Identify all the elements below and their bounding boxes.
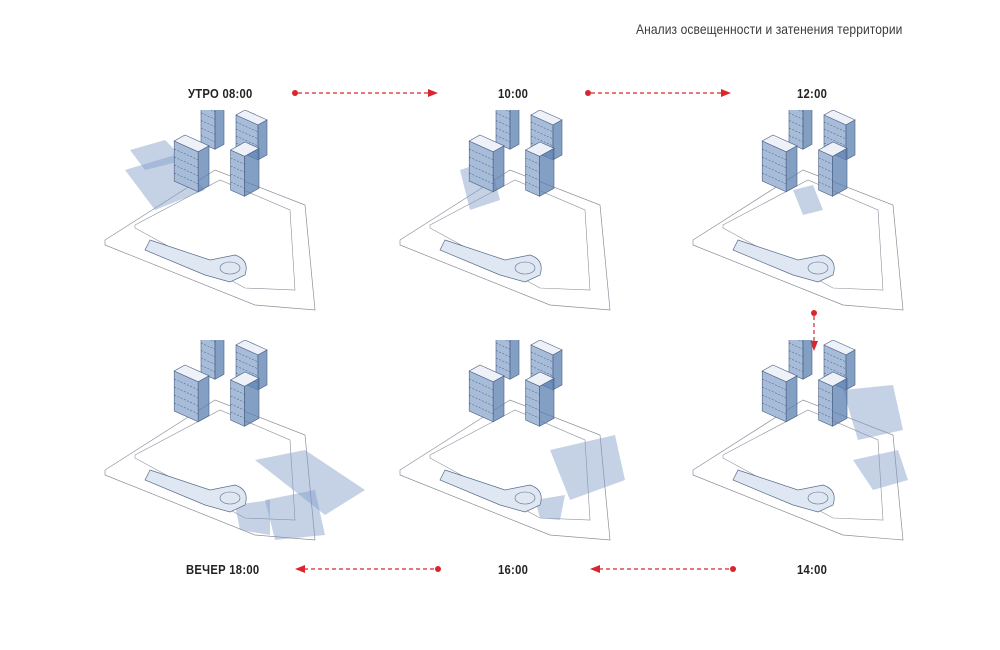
site-outline [104,169,316,311]
shadow-area [255,450,365,515]
scene-drawing [692,340,908,541]
dashed-arrow-icon [721,89,731,97]
scene-drawing [104,110,316,311]
scene-12 [683,110,983,320]
site-outline [399,399,611,541]
podium-building [439,239,542,283]
tower-c [761,134,798,193]
block-outline [429,409,591,521]
block-outline [429,179,591,291]
time-label-08: УТРО 08:00 [188,87,253,101]
block-outline [722,409,884,521]
shadow-area [265,490,325,540]
podium-building [144,469,247,513]
shadow-area [843,385,903,440]
tower-a [788,340,813,380]
scene-10 [390,110,690,320]
scene-drawing [399,110,611,311]
tower-c [173,364,210,423]
scene-drawing [692,110,904,311]
podium-building [439,469,542,513]
block-outline [722,179,884,291]
tower-c [173,134,210,193]
tower-a [200,340,225,380]
time-label-16: 16:00 [498,563,529,577]
dot-icon [292,90,298,96]
podium-building [144,239,247,283]
shadow-area [235,500,270,535]
tower-d [817,371,848,427]
site-outline [692,399,904,541]
tower-d [229,371,260,427]
tower-c [468,364,505,423]
tower-d [524,141,555,197]
arrow-16-to-18 [295,565,441,573]
shadow-area [793,185,823,215]
site-outline [399,169,611,311]
scene-08 [95,110,395,320]
dot-icon [435,566,441,572]
tower-a [200,110,225,150]
podium-building [732,469,835,513]
dot-icon [730,566,736,572]
dashed-arrow-icon [428,89,438,97]
tower-a [788,110,813,150]
time-label-12: 12:00 [797,87,828,101]
site-outline [104,399,316,541]
tower-c [761,364,798,423]
arrow-08-to-10 [292,89,438,97]
block-outline [134,409,296,521]
shadow-area [550,435,625,500]
tower-d [524,371,555,427]
arrow-14-to-16 [590,565,736,573]
tower-d [817,141,848,197]
scene-16 [390,340,690,550]
block-outline [134,179,296,291]
tower-a [495,340,520,380]
page-title: Анализ освещенности и затенения территор… [636,21,903,37]
tower-d [229,141,260,197]
scene-18 [95,340,395,550]
time-label-10: 10:00 [498,87,529,101]
scene-drawing [399,340,625,541]
tower-a [495,110,520,150]
arrow-10-to-12 [585,89,731,97]
scene-drawing [104,340,365,541]
dot-icon [811,310,817,316]
shadow-area [853,450,908,490]
shadow-area [130,140,185,170]
site-outline [692,169,904,311]
time-label-14: 14:00 [797,563,828,577]
podium-building [732,239,835,283]
dashed-arrow-icon [590,565,600,573]
dashed-arrow-icon [295,565,305,573]
dot-icon [585,90,591,96]
tower-c [468,134,505,193]
scene-14 [683,340,983,550]
shadow-area [535,495,565,520]
time-label-18: ВЕЧЕР 18:00 [186,563,260,577]
